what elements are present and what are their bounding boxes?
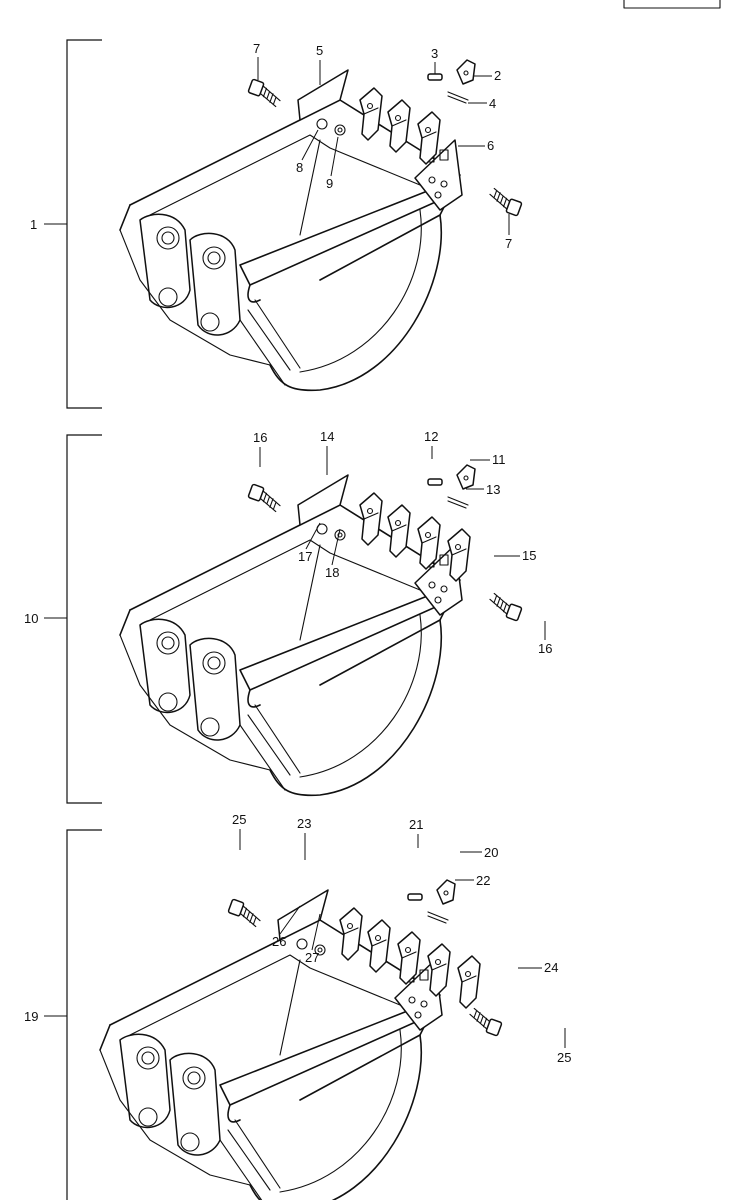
callout: 9 bbox=[326, 176, 333, 191]
callout: 16 bbox=[253, 430, 267, 445]
callout: 7 bbox=[505, 236, 512, 251]
callout: 6 bbox=[487, 138, 494, 153]
bucket-drawing bbox=[120, 60, 523, 390]
callout: 18 bbox=[325, 565, 339, 580]
callout: 27 bbox=[305, 950, 319, 965]
assembly-bracket bbox=[66, 829, 102, 1200]
callout: 25 bbox=[232, 812, 246, 827]
callout: 4 bbox=[489, 96, 496, 111]
callout: 26 bbox=[272, 934, 286, 949]
page-tag-box bbox=[623, 0, 721, 9]
callout: 17 bbox=[298, 549, 312, 564]
callout: 3 bbox=[431, 46, 438, 61]
callout: 2 bbox=[494, 68, 501, 83]
callout: 20 bbox=[484, 845, 498, 860]
callout: 21 bbox=[409, 817, 423, 832]
callout: 7 bbox=[253, 41, 260, 56]
assembly-ref: 19 bbox=[24, 1009, 38, 1024]
assembly-ref: 1 bbox=[30, 217, 37, 232]
callout: 25 bbox=[557, 1050, 571, 1065]
assembly-ref: 10 bbox=[24, 611, 38, 626]
callout: 16 bbox=[538, 641, 552, 656]
callout: 15 bbox=[522, 548, 536, 563]
callout: 13 bbox=[486, 482, 500, 497]
callout: 5 bbox=[316, 43, 323, 58]
callout: 12 bbox=[424, 429, 438, 444]
bucket-drawing bbox=[120, 465, 523, 795]
assembly-bracket bbox=[66, 39, 102, 409]
callout: 22 bbox=[476, 873, 490, 888]
assembly-19: 19 25 23 21 20 22 24 26 27 25 bbox=[24, 812, 571, 1200]
callout: 24 bbox=[544, 960, 558, 975]
assembly-1: 1 7 5 3 2 4 6 8 9 7 bbox=[30, 39, 523, 409]
callout: 23 bbox=[297, 816, 311, 831]
callout: 8 bbox=[296, 160, 303, 175]
callout: 11 bbox=[492, 452, 506, 467]
assembly-10: 10 16 14 12 11 13 15 17 18 16 bbox=[24, 429, 552, 804]
callout: 14 bbox=[320, 429, 334, 444]
bucket-drawing bbox=[100, 880, 503, 1200]
assembly-bracket bbox=[66, 434, 102, 804]
